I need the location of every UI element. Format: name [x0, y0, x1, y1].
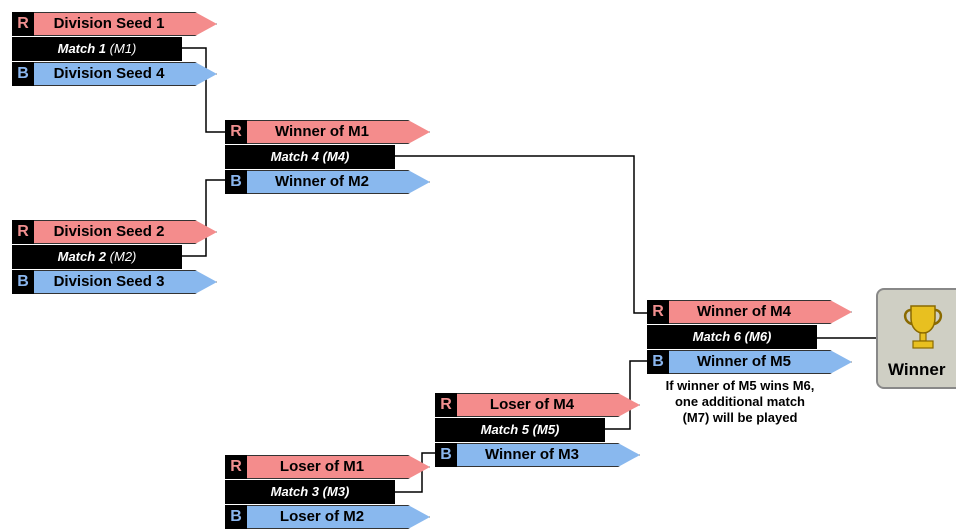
red-slot-arrow	[669, 300, 852, 324]
match-1-card: R Division Seed 1 Match 1 (M1) B Divisio…	[12, 12, 217, 87]
match-2-name: Match 2	[57, 249, 107, 264]
match-4-blue-team: Winner of M2	[274, 173, 370, 190]
blue-slot-arrow	[669, 350, 852, 374]
match-5-red-team: Loser of M4	[489, 396, 575, 413]
match-6-red-team: Winner of M4	[696, 303, 792, 320]
match-1-label: Match 1 (M1)	[12, 37, 182, 61]
blue-side-label: B	[435, 443, 457, 467]
red-slot-arrow	[34, 12, 217, 36]
match-3-red-team: Loser of M1	[279, 458, 365, 475]
red-side-label: R	[647, 300, 669, 324]
match-2-blue-team: Division Seed 3	[53, 273, 165, 290]
blue-slot-arrow	[34, 62, 217, 86]
m7-note-line-3: (M7) will be played	[682, 410, 798, 425]
match-4-label: Match 4 (M4)	[225, 145, 395, 169]
match-5-label: Match 5 (M5)	[435, 418, 605, 442]
match-2-red-team: Division Seed 2	[53, 223, 165, 240]
red-side-label: R	[435, 393, 457, 417]
connector-m4-m6	[393, 155, 650, 314]
match-6-card: R Winner of M4 Match 6 (M6) B Winner of …	[647, 300, 852, 375]
match-1-code: (M1)	[109, 41, 137, 56]
m7-note: If winner of M5 wins M6, one additional …	[640, 378, 840, 426]
blue-side-label: B	[225, 170, 247, 194]
red-side-label: R	[12, 12, 34, 36]
match-1-red-team: Division Seed 1	[53, 15, 165, 32]
match-5-name: Match 5	[480, 422, 530, 437]
match-6-blue-team: Winner of M5	[696, 353, 792, 370]
blue-slot-arrow	[457, 443, 640, 467]
winner-box: Winner	[876, 288, 956, 389]
match-5-blue-team: Winner of M3	[484, 446, 580, 463]
match-5-card: R Loser of M4 Match 5 (M5) B Winner of M…	[435, 393, 640, 468]
match-1-blue-team: Division Seed 4	[53, 65, 165, 82]
match-2-card: R Division Seed 2 Match 2 (M2) B Divisio…	[12, 220, 217, 295]
red-side-label: R	[225, 455, 247, 479]
match-2-label: Match 2 (M2)	[12, 245, 182, 269]
red-slot-arrow	[34, 220, 217, 244]
match-5-code: (M5)	[532, 422, 560, 437]
trophy-icon	[903, 305, 943, 349]
red-side-label: R	[225, 120, 247, 144]
match-3-code: (M3)	[322, 484, 350, 499]
blue-side-label: B	[12, 62, 34, 86]
match-3-label: Match 3 (M3)	[225, 480, 395, 504]
match-6-name: Match 6	[692, 329, 742, 344]
red-side-label: R	[12, 220, 34, 244]
red-slot-arrow	[247, 120, 430, 144]
m7-note-line-1: If winner of M5 wins M6,	[665, 378, 815, 393]
match-6-label: Match 6 (M6)	[647, 325, 817, 349]
match-1-name: Match 1	[57, 41, 107, 56]
blue-slot-arrow	[247, 170, 430, 194]
blue-slot-arrow	[34, 270, 217, 294]
match-3-card: R Loser of M1 Match 3 (M3) B Loser of M2	[225, 455, 430, 530]
match-3-blue-team: Loser of M2	[279, 508, 365, 525]
match-4-red-team: Winner of M1	[274, 123, 370, 140]
m7-note-line-2: one additional match	[674, 394, 805, 409]
match-6-code: (M6)	[744, 329, 772, 344]
match-4-code: (M4)	[322, 149, 350, 164]
red-slot-arrow	[457, 393, 640, 417]
red-slot-arrow	[247, 455, 430, 479]
match-3-name: Match 3	[270, 484, 320, 499]
match-2-code: (M2)	[109, 249, 137, 264]
blue-side-label: B	[12, 270, 34, 294]
match-4-name: Match 4	[270, 149, 320, 164]
winner-label: Winner	[888, 360, 946, 379]
blue-side-label: B	[225, 505, 247, 529]
match-4-card: R Winner of M1 Match 4 (M4) B Winner of …	[225, 120, 430, 195]
blue-side-label: B	[647, 350, 669, 374]
